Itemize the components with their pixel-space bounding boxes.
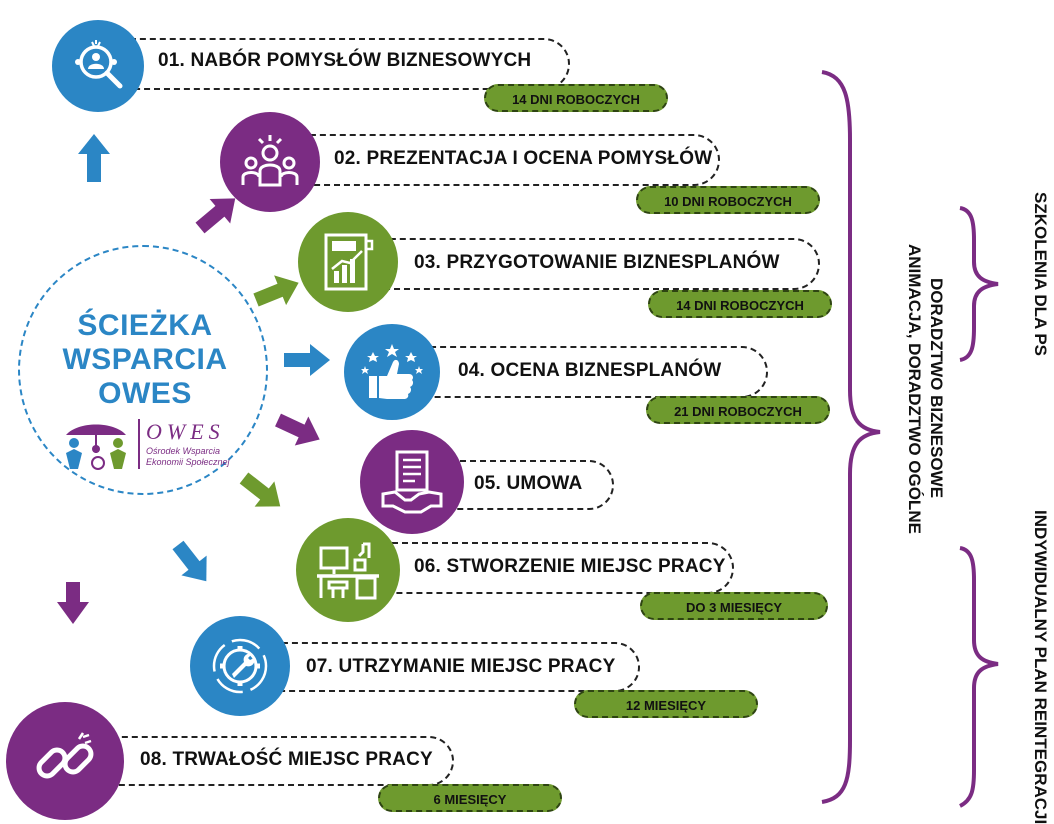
step6-duration: DO 3 MIESIĘCY bbox=[640, 592, 828, 620]
step8-duration: 6 MIESIĘCY bbox=[378, 784, 562, 812]
logo-subtitle-line1: Ośrodek Wsparcia bbox=[146, 446, 221, 456]
logo-subtitle-line2: Ekonomii Społecznej bbox=[146, 457, 230, 467]
brace-main-label-line1: DORADZTWO BIZNESOWE bbox=[927, 278, 946, 499]
center-title-line2: WSPARCIA bbox=[62, 343, 228, 376]
brace-reintegration bbox=[958, 546, 999, 808]
center-title-line1: ŚCIEŻKA bbox=[77, 309, 213, 342]
step3-duration: 14 DNI ROBOCZYCH bbox=[648, 290, 832, 318]
brace-reintegration-label: INDYWIDUALNY PLAN REINTEGRACJI bbox=[1031, 510, 1050, 824]
step6-label: 06. STWORZENIE MIEJSC PRACY bbox=[414, 556, 726, 577]
chain-link-icon bbox=[36, 732, 94, 779]
logo-owes-text: OWES bbox=[146, 419, 225, 444]
step3-label: 03. PRZYGOTOWANIE BIZNESPLANÓW bbox=[414, 252, 780, 273]
step4-duration: 21 DNI ROBOCZYCH bbox=[646, 396, 830, 424]
step2-label: 02. PREZENTACJA I OCENA POMYSŁÓW bbox=[334, 148, 713, 169]
step8-pill bbox=[92, 736, 454, 786]
brace-main bbox=[821, 70, 881, 804]
step4-circle bbox=[344, 324, 440, 420]
step7-circle bbox=[190, 616, 290, 716]
step4-label: 04. OCENA BIZNESPLANÓW bbox=[458, 360, 722, 381]
step6-circle bbox=[296, 518, 400, 622]
step7-label: 07. UTRZYMANIE MIEJSC PRACY bbox=[306, 656, 616, 677]
step2-circle bbox=[220, 112, 320, 212]
thumbs-up-stars-icon bbox=[361, 344, 423, 399]
workplace-desk-icon bbox=[317, 542, 379, 600]
step2-pill bbox=[290, 134, 720, 186]
step8-circle bbox=[6, 702, 124, 820]
arrow-step5-icon bbox=[275, 413, 320, 446]
brace-training-label: SZKOLENIA DLA PS bbox=[1031, 192, 1050, 357]
step3-circle bbox=[298, 212, 398, 312]
step3-pill bbox=[350, 238, 820, 290]
step1-pill bbox=[110, 38, 570, 90]
step1-label: 01. NABÓR POMYSŁÓW BIZNESOWYCH bbox=[158, 50, 532, 71]
center-circle: ŚCIEŻKA WSPARCIA OWES OWES Ośrodek Wspar… bbox=[18, 245, 268, 495]
step7-pill bbox=[262, 642, 640, 692]
owes-logo: OWES Ośrodek Wsparcia Ekonomii Społeczne… bbox=[58, 419, 238, 471]
plan-chart-icon bbox=[324, 233, 374, 291]
presentation-group-icon bbox=[241, 135, 299, 187]
arrow-step6-icon bbox=[239, 472, 281, 507]
logo-people-icon bbox=[66, 424, 126, 470]
step6-pill bbox=[362, 542, 734, 594]
brace-main-label-line2: ANIMACJA, DORADZTWO OGÓLNE bbox=[905, 244, 924, 534]
brace-training bbox=[959, 206, 999, 362]
step5-circle bbox=[360, 430, 464, 534]
step5-pill bbox=[420, 460, 614, 510]
arrow-step2-icon bbox=[195, 198, 236, 234]
gear-wrench-icon bbox=[212, 638, 268, 694]
arrow-down-icon bbox=[57, 582, 89, 624]
arrow-step7-icon bbox=[172, 540, 207, 582]
arrow-step3-icon bbox=[253, 275, 299, 307]
arrow-step4-icon bbox=[284, 344, 330, 376]
step5-label: 05. UMOWA bbox=[474, 473, 583, 494]
center-title-line3: OWES bbox=[98, 377, 192, 410]
step1-duration: 14 DNI ROBOCZYCH bbox=[484, 84, 668, 112]
step8-label: 08. TRWAŁOŚĆ MIEJSC PRACY bbox=[140, 749, 433, 770]
arrow-up-icon bbox=[78, 134, 110, 182]
step4-pill bbox=[400, 346, 768, 398]
contract-handshake-icon bbox=[381, 450, 443, 514]
search-people-icon bbox=[75, 40, 123, 89]
step7-duration: 12 MIESIĘCY bbox=[574, 690, 758, 718]
step2-duration: 10 DNI ROBOCZYCH bbox=[636, 186, 820, 214]
step1-circle bbox=[52, 20, 144, 112]
